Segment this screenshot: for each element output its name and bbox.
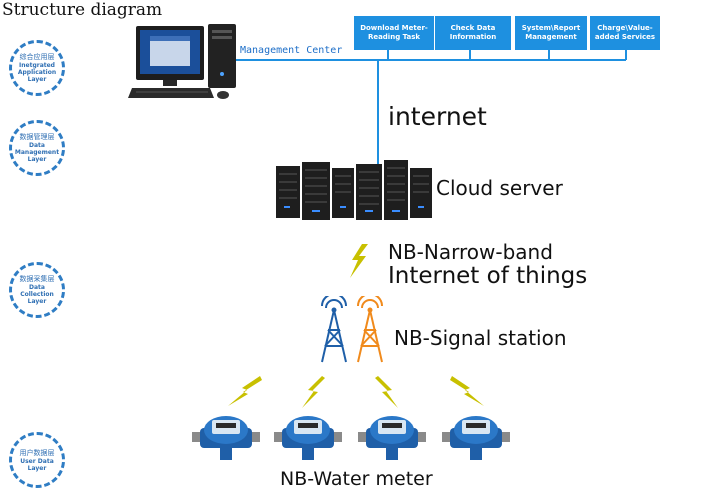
water-meter-icon [442,416,510,460]
meter-signal-icon [228,376,262,406]
signal-station-label: NB-Signal station [394,326,567,350]
layer-integrated-application: 综合应用层 Inetgrated Application Layer [9,40,65,96]
layer-en-label: Data Management Layer [14,142,60,163]
layer-en-label: Inetgrated Application Layer [17,62,57,83]
internet-of-things-label: Internet of things [388,263,588,289]
management-center-label: Management Center [240,45,343,56]
water-meter-icon [358,416,426,460]
water-meter-icon [192,416,260,460]
cloud-server-icon [276,160,432,220]
water-meter-label: NB-Water meter [280,468,433,490]
computer-icon [128,24,236,99]
signal-lightning-icon [350,244,368,278]
page-title: Structure diagram [2,0,163,20]
layer-data-collection: 数据采集层 Data Collection Layer [9,262,65,318]
signal-tower-icon [321,296,383,363]
layer-en-label: Data Collection Layer [20,284,54,305]
meter-signal-icon [375,376,398,408]
water-meter-icon [274,416,342,460]
function-value-added-services: Charge\Value-added Services [590,16,660,50]
layer-cn-label: 综合应用层 [19,53,55,61]
internet-label: internet [388,102,487,131]
cloud-server-label: Cloud server [436,176,563,200]
function-check-data: Check Data Information [435,16,511,50]
layer-cn-label: 数据管理层 [19,133,55,141]
function-report-management: System\Report Management [515,16,587,50]
layer-user-data: 用户数据层 User Data Layer [9,432,65,488]
meter-signal-icon [450,376,484,406]
layer-en-label: User Data Layer [20,457,54,472]
layer-cn-label: 用户数据层 [19,448,55,457]
layer-data-management: 数据管理层 Data Management Layer [9,120,65,176]
nb-narrow-band-label: NB-Narrow-band [388,240,553,264]
meter-signal-icon [302,376,325,408]
function-download-task: Download Meter-Reading Task [354,16,434,50]
layer-cn-label: 数据采集层 [19,275,55,283]
